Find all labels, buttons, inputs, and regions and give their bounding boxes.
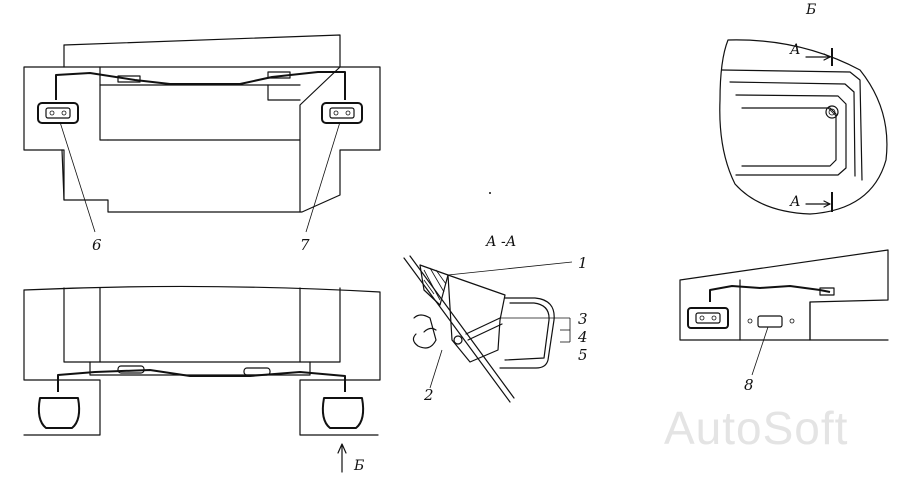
rear-view-top — [23, 34, 381, 233]
plate-lamp — [757, 315, 783, 328]
callout-4: 4 — [577, 328, 588, 346]
rear-lamp-left — [37, 102, 79, 124]
section-title: А -А — [485, 234, 516, 250]
view-b — [719, 39, 888, 215]
plan-lamp-right — [321, 397, 365, 429]
callout-6: 6 — [92, 236, 102, 254]
view-b-arrow-label: Б — [353, 458, 364, 474]
callout-1: 1 — [578, 254, 588, 272]
callout-7: 7 — [300, 236, 310, 254]
callout-5: 5 — [578, 346, 588, 364]
callout-2: 2 — [423, 386, 434, 404]
plan-lamp-left — [37, 397, 81, 429]
section-marker-top: А — [789, 42, 801, 58]
side-lamp — [687, 307, 729, 329]
watermark: AutoSoft — [664, 402, 848, 454]
rear-view-bottom — [23, 285, 381, 473]
callout-3: 3 — [578, 310, 588, 328]
section-marker-bottom: А — [789, 194, 801, 210]
section-a-a — [403, 255, 573, 403]
view-b-title: Б — [805, 2, 816, 18]
rear-lamp-right — [321, 102, 363, 124]
side-detail — [679, 249, 889, 376]
callout-8: 8 — [744, 376, 754, 394]
